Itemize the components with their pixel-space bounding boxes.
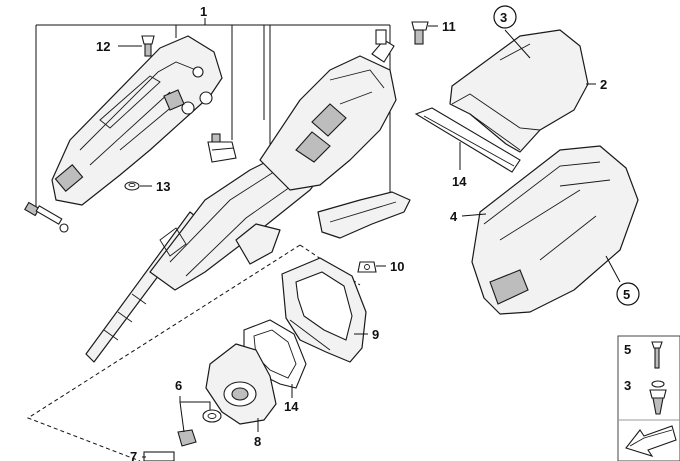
callout-6: 6 (175, 378, 182, 393)
callout-3: 3 (500, 10, 507, 25)
direction-arrow-icon (625, 425, 677, 457)
trim-strip-upper (414, 107, 521, 173)
legend-label-5: 5 (624, 342, 631, 357)
fastener-legend: 5 3 (617, 335, 680, 461)
callout-12: 12 (96, 39, 110, 54)
expanding-rivet-icon (649, 380, 667, 415)
callout-14-upper: 14 (452, 174, 467, 189)
upper-trim-cover (449, 29, 589, 153)
legend-label-3: 3 (624, 378, 631, 393)
column-seal (281, 257, 367, 363)
nut-13 (124, 181, 140, 191)
callout-10: 10 (390, 259, 404, 274)
steering-column (85, 29, 411, 363)
callout-7: 7 (130, 449, 137, 461)
washer-6 (177, 409, 222, 447)
bolt-bottom-left (24, 201, 69, 233)
callout-8: 8 (254, 434, 261, 449)
callout-14-lower: 14 (284, 399, 299, 414)
bolt-11 (411, 21, 429, 45)
callout-1: 1 (200, 4, 207, 19)
callout-11: 11 (442, 19, 456, 34)
pin-7 (143, 451, 175, 461)
small-clip (207, 133, 237, 163)
callout-5: 5 (623, 287, 630, 302)
callout-4: 4 (450, 209, 458, 224)
callout-9: 9 (372, 327, 379, 342)
callout-13: 13 (156, 179, 170, 194)
clip-10 (357, 261, 377, 273)
column-boot (205, 343, 277, 425)
lower-trim-cover (471, 145, 639, 315)
leader-lines (118, 25, 621, 458)
callout-3-badge: 3 (493, 5, 517, 29)
screw-12 (141, 35, 155, 57)
callout-2: 2 (600, 77, 607, 92)
clip-pin-icon (651, 341, 663, 369)
steering-column-bracket (51, 35, 223, 206)
callout-5-badge: 5 (616, 282, 640, 306)
callout-labels: 1 12 13 11 2 14 4 10 9 14 8 6 7 (96, 4, 607, 461)
